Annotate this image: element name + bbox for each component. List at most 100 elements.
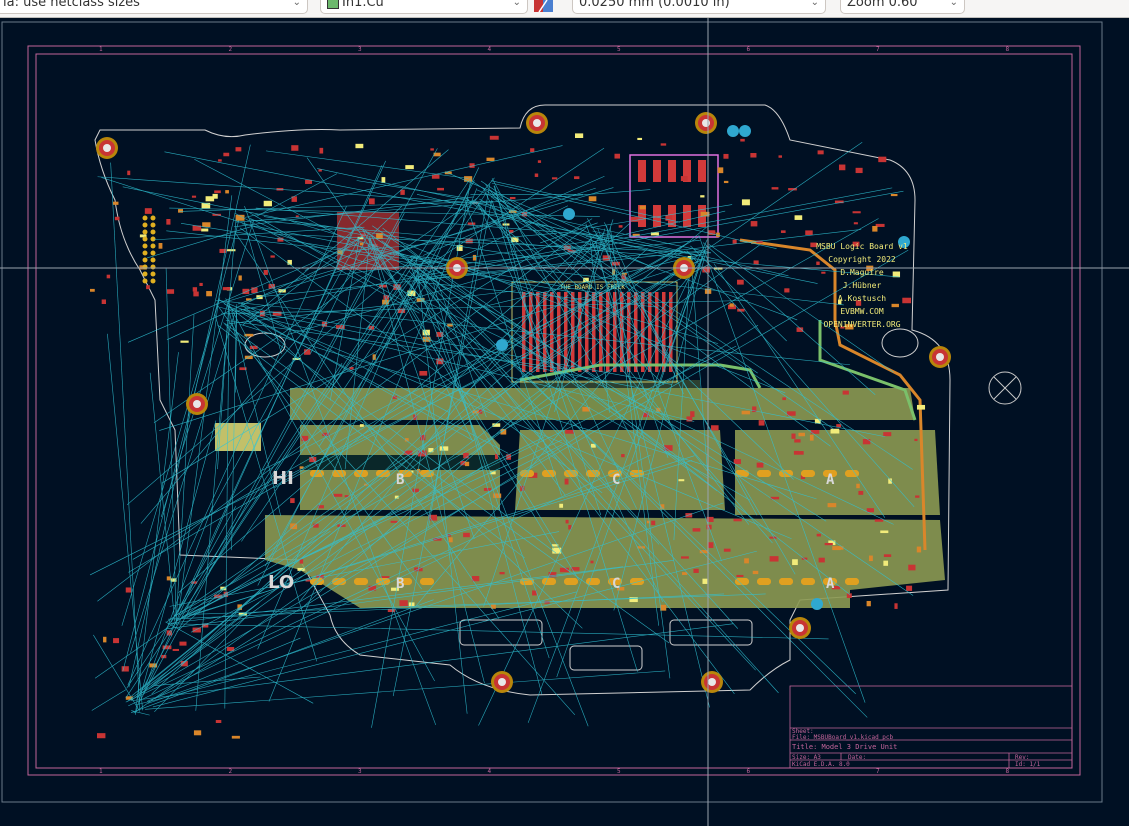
layer-dropdown[interactable]: In1.Cu⌄ [320,0,528,14]
frame-number: 7 [876,768,880,775]
smd-pad [828,540,836,546]
ratsnest-line [257,260,425,586]
smd-pad [537,160,542,163]
tht-pad [630,578,644,585]
ratsnest-line [219,299,792,539]
ratsnest-line [698,235,866,703]
ratsnest-line [434,147,605,262]
ratsnest-line [224,323,670,644]
smd-pad [237,604,242,610]
header-pin [150,243,156,249]
tht-pad [310,578,324,585]
ratsnest-line [135,352,179,715]
header-pin [142,215,148,221]
ratsnest-line [238,187,596,305]
layer-pair-icon[interactable] [533,0,555,12]
ratsnest-line [478,239,708,726]
ratsnest-line [480,180,913,470]
ratsnest-line [149,602,260,690]
via [898,236,910,248]
smd-pad [711,425,719,431]
smd-pad [180,340,189,343]
ratsnest-line [475,200,773,544]
ratsnest-line [414,262,701,608]
zoom-dropdown[interactable]: Zoom 0.60⌄ [840,0,965,14]
ratsnest-line [428,184,491,528]
tht-pad [520,470,534,477]
smd-pad [651,520,656,526]
ratsnest-line [131,710,150,716]
ratsnest-line [177,436,546,621]
smd-pad [382,299,389,305]
ratsnest-line [464,200,562,496]
ratsnest-line [713,263,886,518]
smd-pad [630,216,639,222]
ratsnest-line [127,376,559,702]
smd-pad [678,479,685,482]
phase-label-c: C [612,576,620,592]
ratsnest-line [101,177,428,283]
smd-pad [682,572,688,575]
smd-pad [810,242,817,248]
smd-pad [834,200,844,204]
smd-pad [534,173,539,177]
smd-pad [506,454,511,460]
smd-pad [299,559,304,564]
smd-pad [436,332,444,337]
ratsnest-line [130,244,760,701]
smd-pad [805,230,813,236]
track-width-dropdown[interactable]: la: use netclass sizes⌄ [0,0,308,14]
ratsnest-line [392,199,493,697]
smd-pad [372,244,378,247]
frame-number: 3 [358,46,362,53]
smd-pad [205,196,215,202]
ratsnest-line [159,260,703,431]
header-pin [142,257,148,263]
ratsnest-line [153,226,365,241]
smd-pad [259,310,265,317]
ratsnest-line [606,225,660,626]
smd-pad [172,648,180,651]
credit-line: J.Hübner [843,281,882,290]
grid-dropdown[interactable]: 0.0250 mm (0.0010 in)⌄ [572,0,826,14]
ratsnest-line [690,245,787,342]
smd-pad [702,266,710,273]
smd-pad [780,230,786,233]
smd-pad [460,460,466,466]
drawing-frame [27,45,1081,776]
smd-pad [158,243,163,249]
ratsnest-line [126,256,416,505]
ratsnest-line [193,593,766,615]
tht-pad [779,578,793,585]
smd-pad [583,277,589,282]
frame-number: 3 [358,768,362,775]
smd-pad [379,284,388,288]
smd-pad [420,434,426,441]
ratsnest-line [590,204,733,228]
smd-pad [621,454,625,458]
smd-pad [472,254,477,261]
smd-pad [422,336,431,342]
ratsnest-line [166,560,674,630]
smd-pad [433,152,441,157]
smd-pad [824,542,833,546]
smd-pad [784,288,790,293]
ratsnest-line [135,420,217,714]
ratsnest-line [243,309,886,438]
frame-number: 2 [228,46,232,53]
smd-pad [127,170,131,176]
smd-pad [405,165,414,170]
header-pin [142,264,148,270]
ratsnest-line [166,230,361,253]
smd-pad [106,274,111,279]
smd-pad [407,290,416,296]
tht-pad [564,578,578,585]
ratsnest-line [152,550,757,708]
ratsnest-line [145,670,666,710]
smd-pad [214,594,223,599]
smd-pad [448,537,453,543]
smd-pad [916,546,922,553]
ratsnest-line [241,223,432,261]
